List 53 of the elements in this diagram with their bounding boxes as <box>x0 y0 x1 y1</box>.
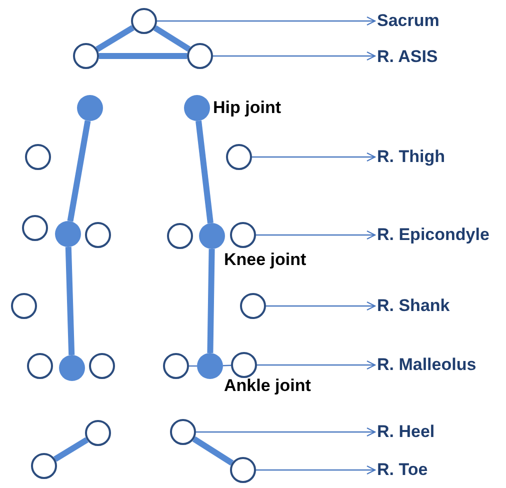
leader-arrow <box>213 51 376 61</box>
marker-circle <box>25 144 51 170</box>
marker-label: R. ASIS <box>377 47 438 67</box>
leader-arrow <box>252 152 376 162</box>
joint-label: Ankle joint <box>224 376 311 396</box>
leader-arrow <box>257 360 376 370</box>
segment-line <box>153 25 191 52</box>
segment-line <box>196 120 214 224</box>
segment-line <box>65 246 75 356</box>
joint-dot <box>55 221 81 247</box>
marker-circle <box>187 43 213 69</box>
segment-line <box>207 248 215 354</box>
marker-circle <box>73 43 99 69</box>
joint-label: Knee joint <box>224 250 306 270</box>
marker-circle <box>131 8 157 34</box>
joint-dot <box>59 355 85 381</box>
segment-line <box>96 25 134 52</box>
marker-circle <box>31 453 57 479</box>
leader-arrow <box>256 465 376 475</box>
joint-label: Hip joint <box>213 98 281 118</box>
marker-label: R. Epicondyle <box>377 225 490 245</box>
segment-line <box>54 437 88 462</box>
joint-dot <box>199 223 225 249</box>
marker-circle <box>27 353 53 379</box>
marker-circle <box>85 222 111 248</box>
marker-circle <box>163 353 189 379</box>
marker-circle <box>22 215 48 241</box>
segment-line <box>99 53 187 59</box>
joint-dot <box>197 353 223 379</box>
leader-arrow <box>266 301 376 311</box>
joint-dot <box>184 95 210 121</box>
leader-arrow <box>256 230 376 240</box>
segment-line <box>192 436 234 466</box>
marker-circle <box>230 222 256 248</box>
segment-line <box>67 120 91 222</box>
marker-circle <box>167 223 193 249</box>
joint-dot <box>77 95 103 121</box>
leader-arrow <box>157 16 376 26</box>
marker-circle <box>170 419 196 445</box>
marker-label: R. Malleolus <box>377 355 476 375</box>
marker-circle <box>231 352 257 378</box>
marker-circle <box>240 293 266 319</box>
marker-circle <box>11 293 37 319</box>
marker-circle <box>85 420 111 446</box>
marker-label: R. Thigh <box>377 147 445 167</box>
marker-circle <box>89 353 115 379</box>
marker-circle <box>230 457 256 483</box>
marker-label: R. Shank <box>377 296 450 316</box>
leader-arrow <box>196 427 376 437</box>
marker-label: R. Heel <box>377 422 435 442</box>
marker-label: R. Toe <box>377 460 428 480</box>
marker-label: Sacrum <box>377 11 440 31</box>
marker-circle <box>226 144 252 170</box>
